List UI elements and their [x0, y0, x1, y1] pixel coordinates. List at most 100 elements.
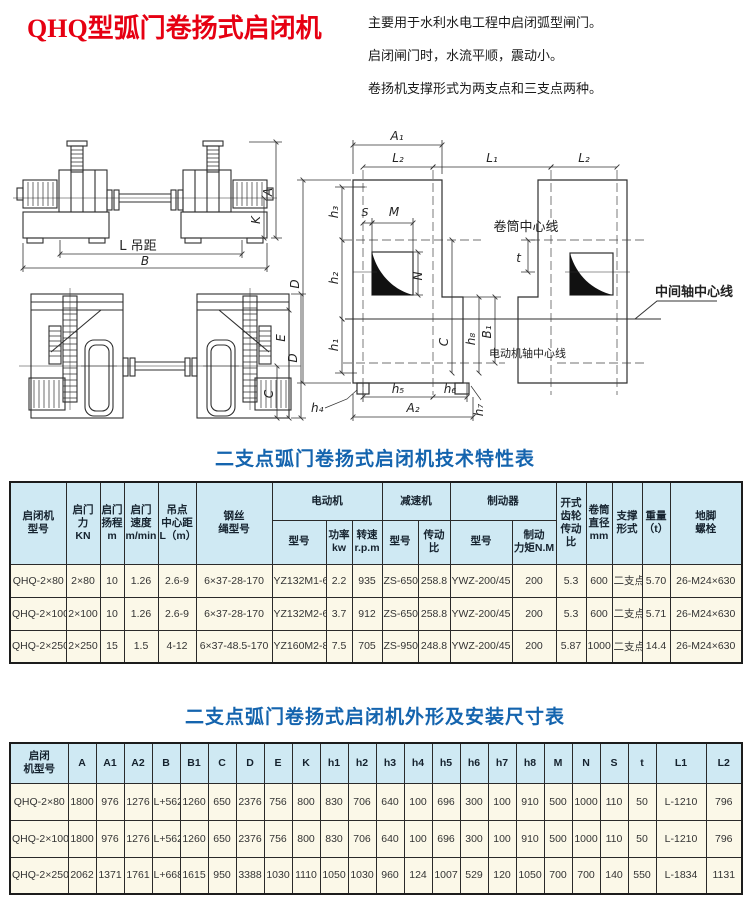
table-cell: 550	[627, 856, 657, 895]
table-cell: 258.8	[417, 596, 451, 631]
drum-centerline-label: 卷筒中心线	[493, 219, 558, 235]
column-header: h5	[431, 742, 461, 784]
dim-label-N: N	[411, 271, 425, 280]
table-cell: 10	[99, 596, 125, 631]
column-header: 功率 kw	[325, 519, 353, 565]
table-cell: 650	[207, 819, 237, 858]
table-cell: 796	[705, 782, 743, 821]
table-cell: QHQ-2×80	[9, 782, 69, 821]
table-cell: QHQ-2×250	[9, 629, 67, 664]
table-cell: 2376	[235, 819, 265, 858]
dim-label-h8: h₈	[464, 333, 478, 346]
table-cell: 6×37-48.5-170	[195, 629, 273, 664]
dim-label-C-plan: C	[437, 337, 451, 346]
table-cell: 258.8	[417, 563, 451, 598]
table-cell: 50	[627, 782, 657, 821]
table-cell: QHQ-2×80	[9, 563, 67, 598]
column-header: t	[627, 742, 657, 784]
table-cell: 5.71	[641, 596, 671, 631]
header-row-groups: 启闭机 型号 启门力 KN 启门 扬程 m 启门 速度 m/min 吊点 中心距…	[9, 481, 743, 565]
column-header: K	[291, 742, 321, 784]
dim-label-A: A	[261, 188, 275, 197]
description: 主要用于水利水电工程中启闭弧型闸门。 启闭闸门时，水流平顺，震动小。 卷扬机支撑…	[368, 16, 602, 115]
table-cell: YZ132M2-6	[271, 596, 327, 631]
table-cell: 5.3	[555, 596, 587, 631]
table-cell: 110	[599, 819, 629, 858]
table-cell: 950	[207, 856, 237, 895]
dim-label-h2: h₂	[327, 272, 341, 285]
table-cell: 960	[375, 856, 405, 895]
table-cell: 10	[99, 563, 125, 598]
table-cell: YZ132M1-6	[271, 563, 327, 598]
table-cell: 26-M24×630	[669, 629, 743, 664]
table-cell: 935	[351, 563, 383, 598]
table-cell: YZ160M2-8	[271, 629, 327, 664]
dim-label-L1: L₁	[486, 151, 498, 165]
column-header: 启门力 KN	[65, 481, 101, 565]
table-cell: 140	[599, 856, 629, 895]
table-cell: 1007	[431, 856, 461, 895]
table-cell: 1260	[179, 782, 209, 821]
table-cell: 830	[319, 819, 349, 858]
column-header: 转速 r.p.m	[351, 519, 383, 565]
table-cell: 912	[351, 596, 383, 631]
table-cell: 100	[403, 819, 433, 858]
dim-label-h5: h₅	[392, 382, 405, 396]
table-cell: L-1210	[655, 782, 707, 821]
engineering-diagram: L 吊距 B A K D E C A₁ L₂ L₁ L₂ D h₃ h₂ h₁ …	[13, 129, 733, 421]
column-header: 型号	[449, 519, 513, 565]
dim-label-M: M	[389, 205, 400, 219]
table-cell: 1000	[585, 629, 613, 664]
table-cell: 200	[511, 629, 557, 664]
column-header-group-brake: 制动器	[449, 481, 557, 521]
table-cell: 705	[351, 629, 383, 664]
table-cell: 800	[291, 819, 321, 858]
table-cell: 1800	[67, 782, 97, 821]
dimensions-table-body: QHQ-2×8018009761276L+5621260650237675680…	[9, 782, 743, 895]
table-cell: 1615	[179, 856, 209, 895]
dim-label-h3: h₃	[327, 206, 341, 219]
table-cell: 1761	[123, 856, 153, 895]
table-cell: L-1834	[655, 856, 707, 895]
column-header: h6	[459, 742, 489, 784]
column-header: S	[599, 742, 629, 784]
dim-label-K: K	[249, 215, 263, 224]
table-cell: L-1210	[655, 819, 707, 858]
table-cell: 3.7	[325, 596, 353, 631]
column-header: h1	[319, 742, 349, 784]
table-cell: 100	[487, 819, 517, 858]
column-header: B	[151, 742, 181, 784]
table-cell: 500	[543, 819, 573, 858]
dim-label-C-side: C	[262, 389, 276, 398]
table-cell: 796	[705, 819, 743, 858]
table-cell: 14.4	[641, 629, 671, 664]
description-line: 启闭闸门时，水流平顺，震动小。	[368, 48, 564, 63]
column-header: 卷筒 直径 mm	[585, 481, 613, 565]
column-header: 地脚 螺栓	[669, 481, 743, 565]
table-cell: 756	[263, 819, 293, 858]
table-cell: 1050	[515, 856, 545, 895]
column-header: B1	[179, 742, 209, 784]
table-cell: YWZ-200/45	[449, 563, 513, 598]
column-header: h8	[515, 742, 545, 784]
column-header: C	[207, 742, 237, 784]
column-header: 支撑 形式	[611, 481, 643, 565]
table-cell: 5.3	[555, 563, 587, 598]
column-header: A1	[95, 742, 125, 784]
table-cell: YWZ-200/45	[449, 596, 513, 631]
table-cell: 700	[571, 856, 601, 895]
dim-label-h1: h₁	[327, 339, 341, 352]
table2-title: 二支点弧门卷扬式启闭机外形及安装尺寸表	[184, 707, 565, 728]
table-cell: L+562	[151, 819, 181, 858]
table-cell: 706	[347, 782, 377, 821]
table-cell: 100	[403, 782, 433, 821]
table1-title: 二支点弧门卷扬式启闭机技术特性表	[214, 449, 535, 470]
table-cell: 500	[543, 782, 573, 821]
dim-label-t: t	[516, 251, 522, 265]
table-cell: 756	[263, 782, 293, 821]
dim-label-L2-left: L₂	[392, 151, 404, 165]
table-cell: 2.6-9	[157, 563, 197, 598]
table-cell: 800	[291, 782, 321, 821]
